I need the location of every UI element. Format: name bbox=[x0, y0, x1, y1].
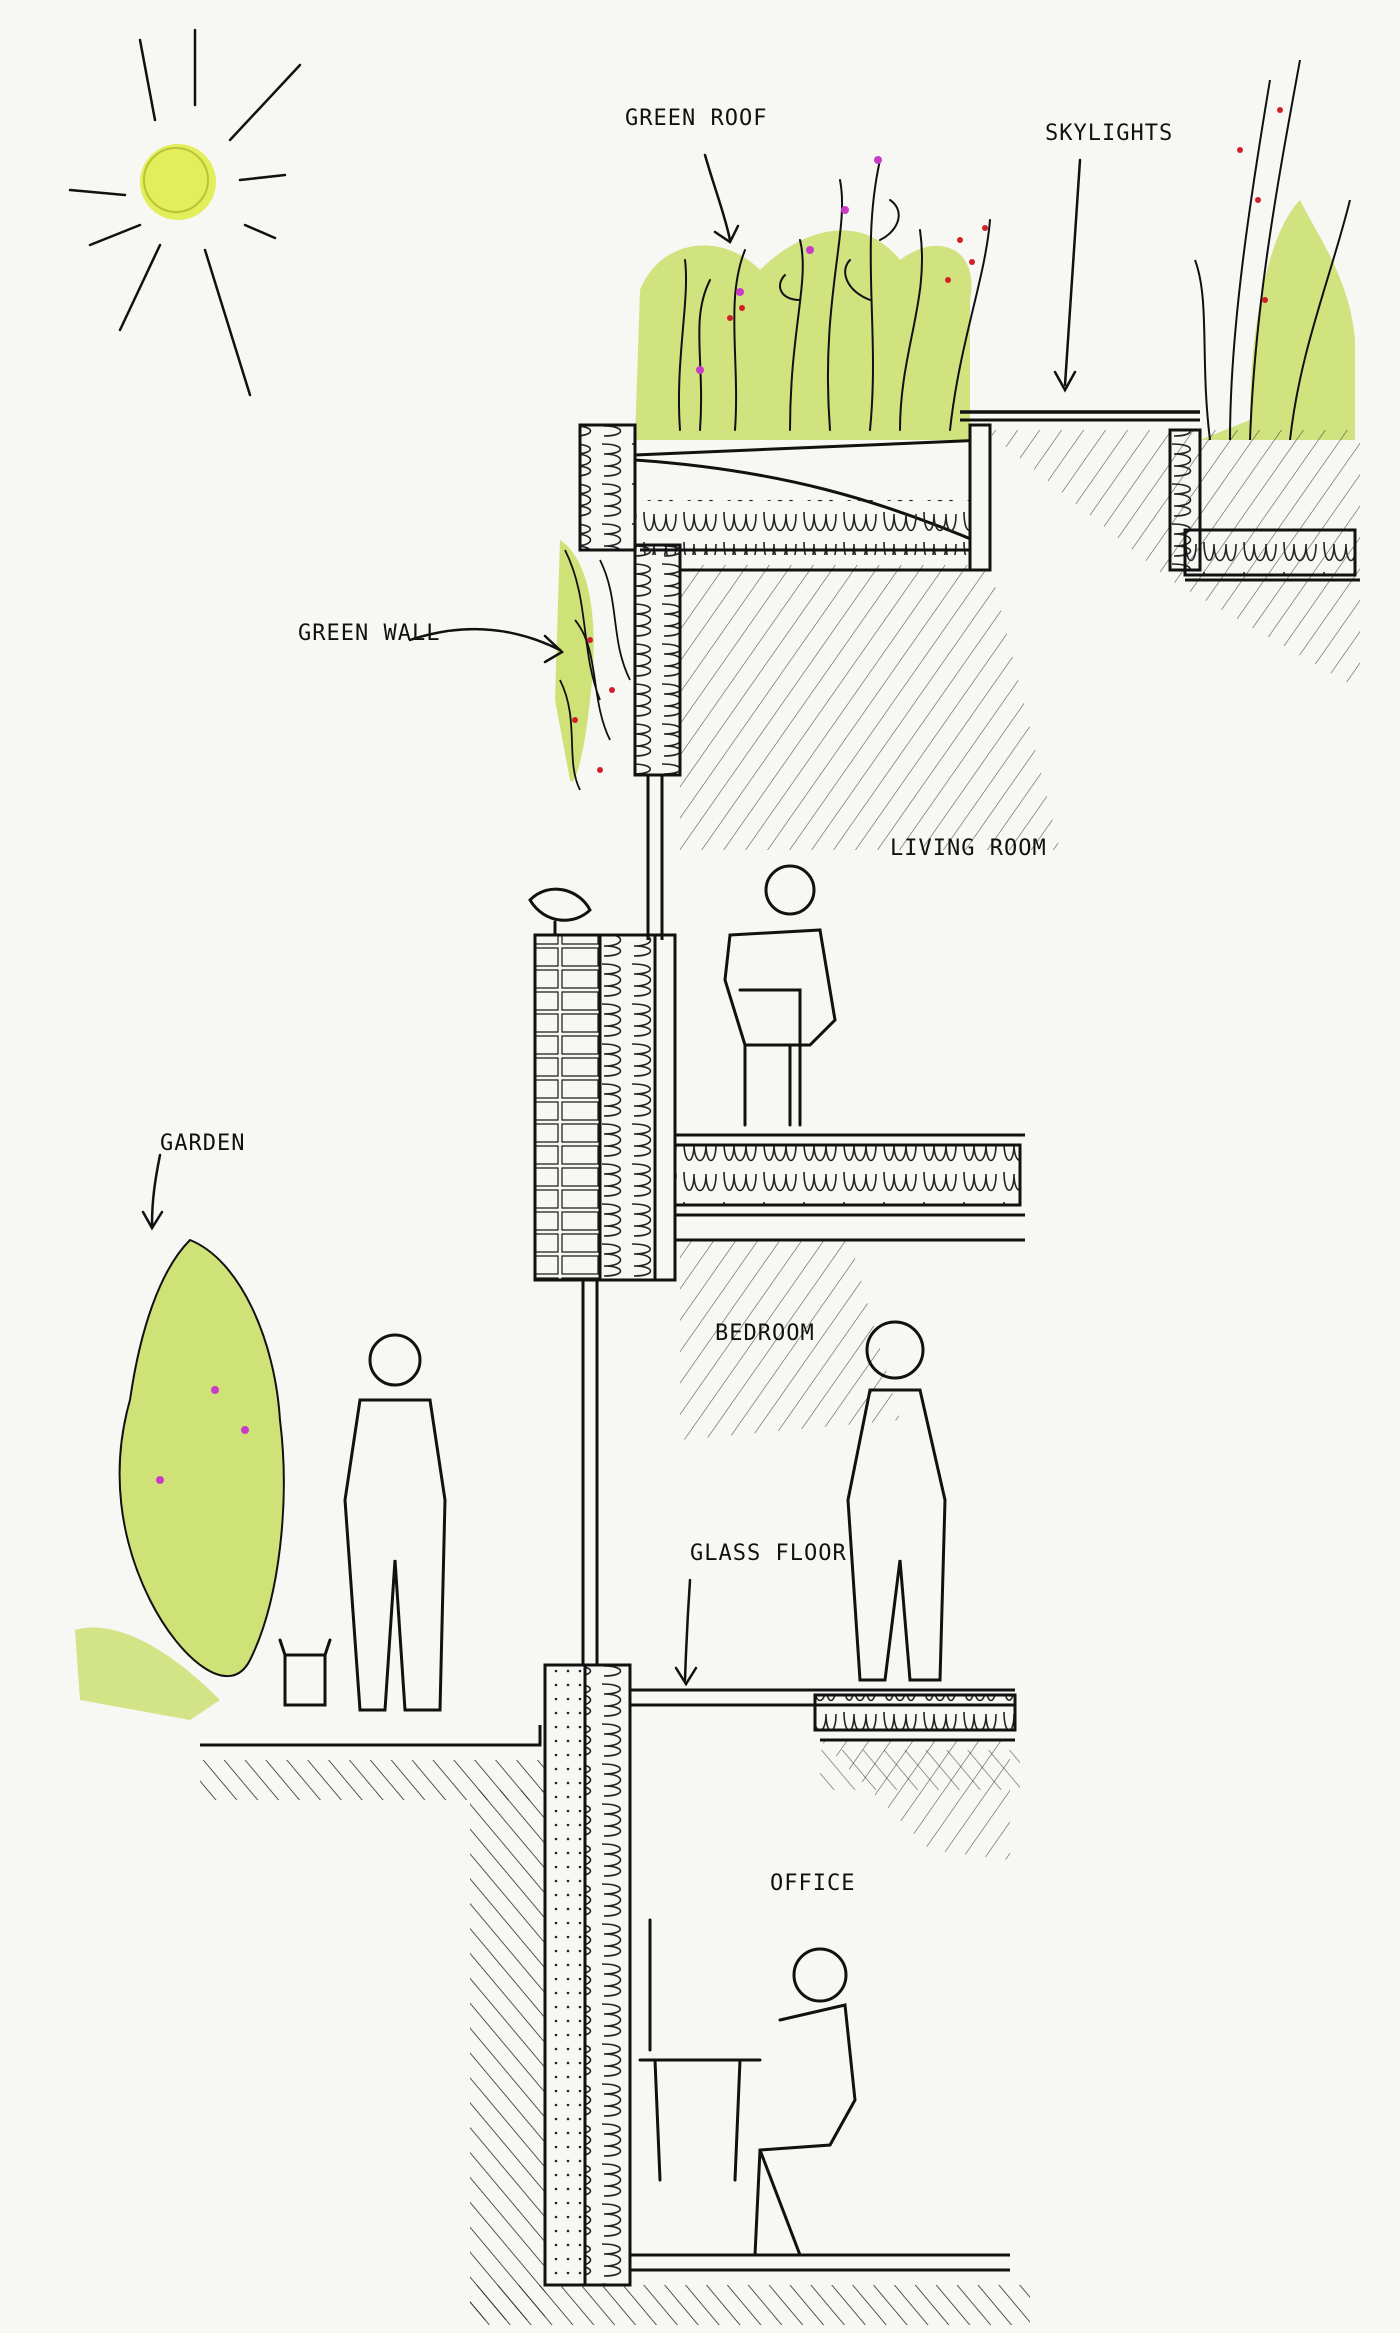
label-garden: GARDEN bbox=[160, 1131, 245, 1156]
label-living-room: LIVING ROOM bbox=[890, 836, 1047, 861]
annotation-arrows bbox=[141, 153, 1082, 1687]
label-green-roof: GREEN ROOF bbox=[625, 106, 767, 131]
figures bbox=[278, 864, 947, 2257]
person-bedroom-icon bbox=[846, 1320, 947, 1682]
label-skylights: SKYLIGHTS bbox=[1045, 121, 1173, 146]
facade-walls bbox=[533, 775, 1025, 2287]
label-bedroom: BEDROOM bbox=[715, 1321, 815, 1346]
skylight-side-plants bbox=[1194, 59, 1355, 441]
dog-icon bbox=[278, 1638, 332, 1707]
label-glass-floor: GLASS FLOOR bbox=[690, 1541, 847, 1566]
labels: GREEN ROOF SKYLIGHTS GREEN WALL LIVING R… bbox=[160, 106, 1173, 1896]
sun-icon bbox=[68, 28, 302, 397]
person-living-room-icon bbox=[723, 864, 837, 1127]
roof-structure bbox=[578, 410, 1360, 777]
green-roof-vegetation bbox=[635, 156, 991, 440]
ground-section bbox=[200, 1725, 1030, 2325]
garden-tree bbox=[75, 1238, 285, 1720]
bird-icon bbox=[528, 887, 592, 937]
person-office-icon bbox=[638, 1918, 857, 2257]
light-shaft-hatch bbox=[680, 430, 1360, 1860]
label-office: OFFICE bbox=[770, 1871, 855, 1896]
green-wall-vegetation bbox=[555, 540, 631, 791]
person-garden-icon bbox=[343, 1333, 447, 1712]
label-green-wall: GREEN WALL bbox=[298, 621, 440, 646]
